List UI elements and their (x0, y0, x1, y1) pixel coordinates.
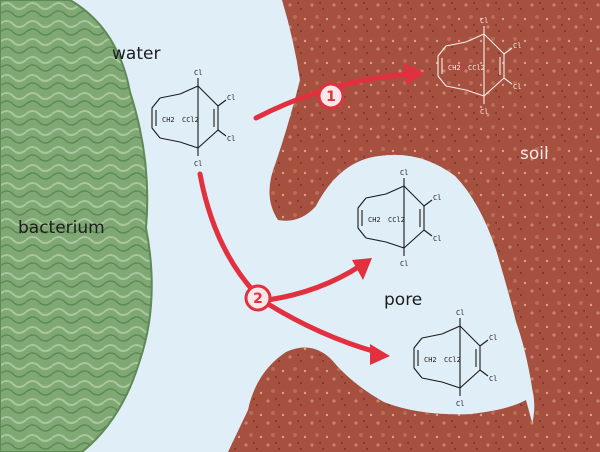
svg-text:CH2: CH2 (162, 116, 175, 124)
svg-text:2: 2 (253, 291, 263, 307)
svg-text:Cl: Cl (433, 194, 441, 202)
soil-upper (269, 0, 600, 452)
svg-text:CH2: CH2 (368, 216, 381, 224)
svg-text:CCl2: CCl2 (182, 116, 199, 124)
svg-text:Cl: Cl (227, 135, 235, 143)
label-water: water (112, 44, 161, 64)
svg-text:Cl: Cl (400, 169, 408, 177)
svg-text:Cl: Cl (480, 108, 488, 116)
label-bacterium: bacterium (18, 218, 105, 238)
bacterium-cell (0, 0, 153, 452)
label-soil: soil (520, 144, 549, 164)
pathway-badge-1: 1 (317, 82, 345, 110)
svg-text:Cl: Cl (480, 17, 488, 25)
svg-text:Cl: Cl (433, 235, 441, 243)
svg-text:CH2: CH2 (448, 64, 461, 72)
svg-text:Cl: Cl (513, 42, 521, 50)
soil-lower (228, 347, 540, 452)
svg-text:Cl: Cl (489, 375, 497, 383)
svg-text:CH2: CH2 (424, 356, 437, 364)
label-pore: pore (384, 290, 423, 310)
svg-text:Cl: Cl (456, 309, 464, 317)
svg-text:Cl: Cl (194, 160, 202, 168)
svg-text:1: 1 (326, 89, 336, 105)
svg-text:Cl: Cl (456, 400, 464, 408)
svg-text:Cl: Cl (400, 260, 408, 268)
svg-text:CCl2: CCl2 (468, 64, 485, 72)
svg-text:Cl: Cl (194, 69, 202, 77)
pathway-badge-2: 2 (244, 284, 272, 312)
svg-text:CCl2: CCl2 (444, 356, 461, 364)
svg-text:Cl: Cl (513, 83, 521, 91)
svg-text:CCl2: CCl2 (388, 216, 405, 224)
arrow-pathway-2 (197, 171, 390, 365)
svg-text:Cl: Cl (227, 94, 235, 102)
svg-text:Cl: Cl (489, 334, 497, 342)
